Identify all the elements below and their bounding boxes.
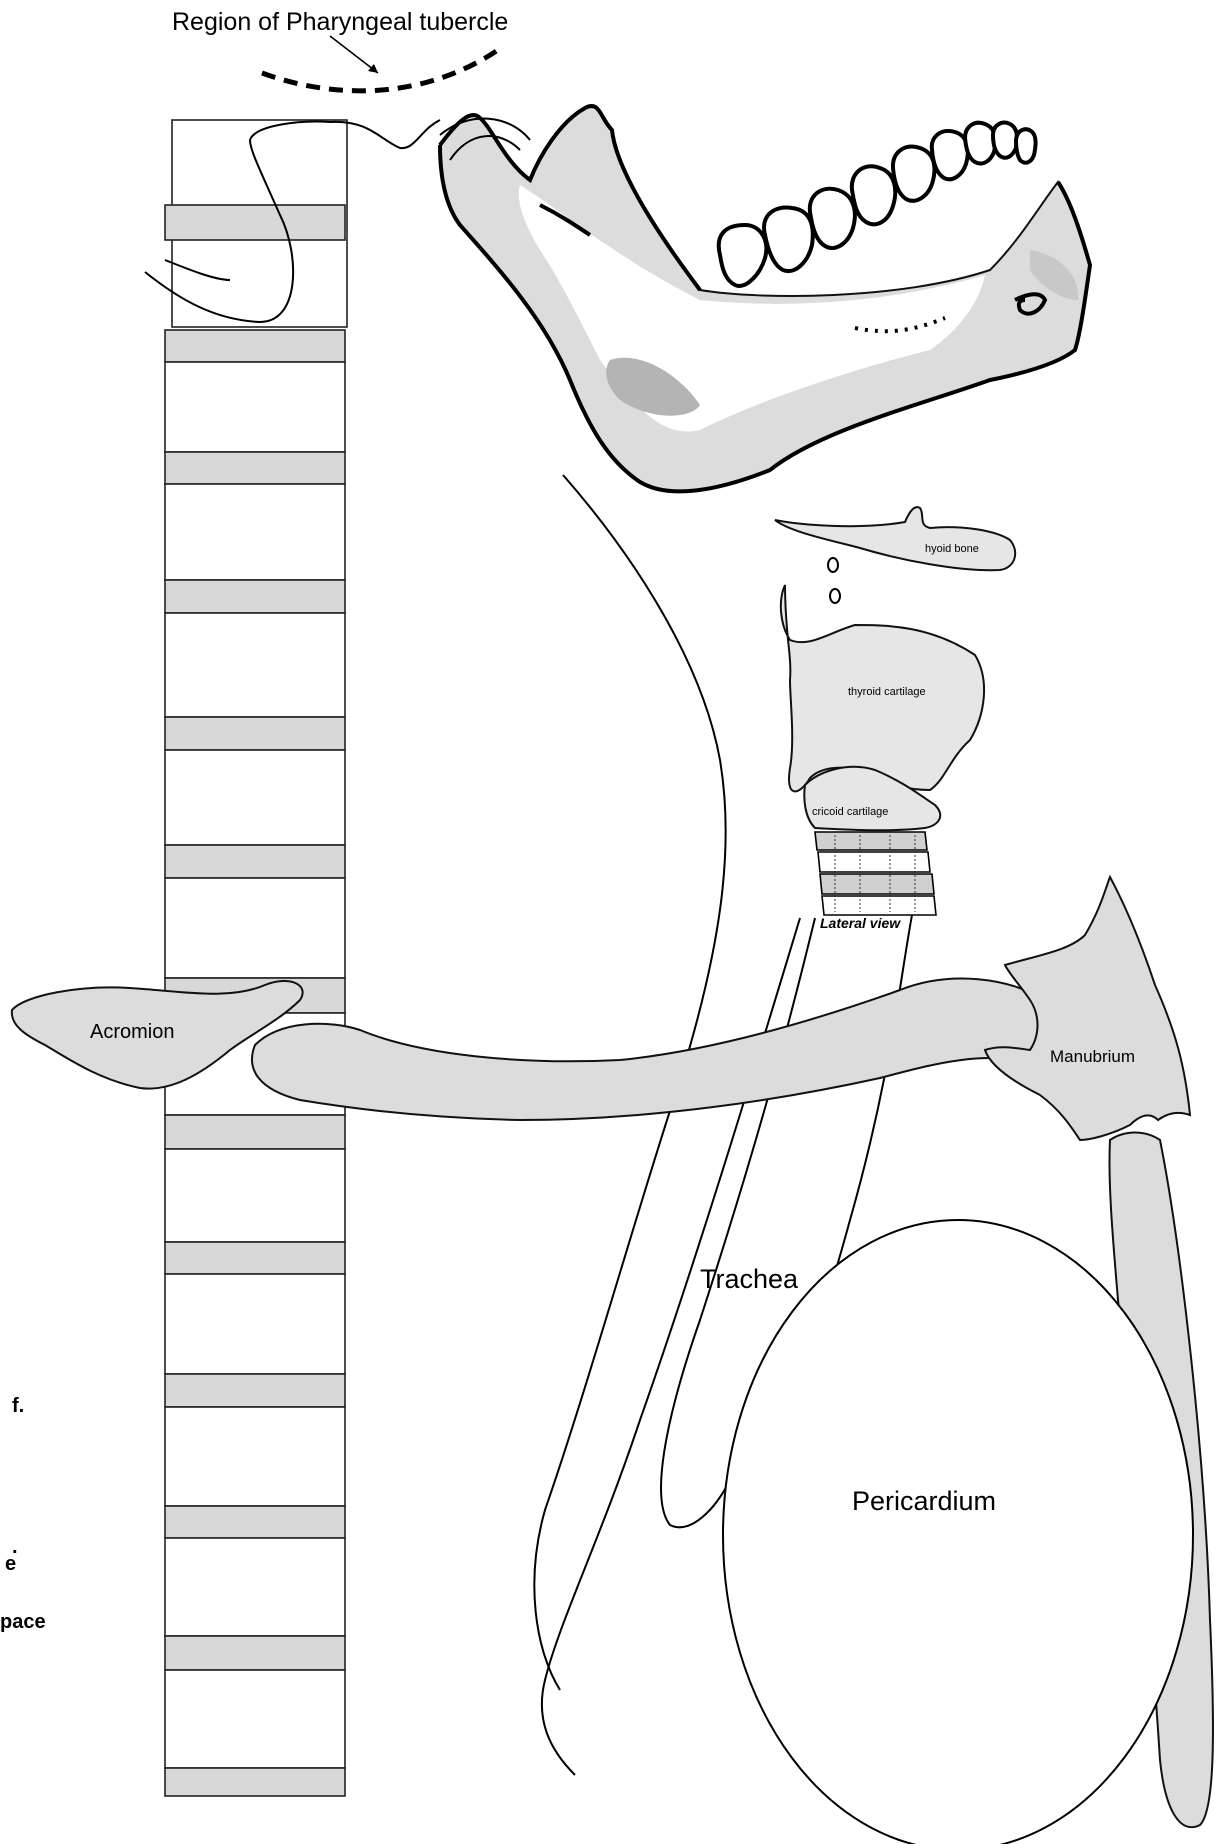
vertebra-5 <box>165 750 345 845</box>
hyoid-bone <box>775 507 1015 570</box>
pharyngeal-dashed-arc <box>262 50 498 91</box>
manubrium-label: Manubrium <box>1050 1047 1135 1066</box>
mandible <box>440 106 1090 491</box>
vertebra-3 <box>165 484 345 580</box>
tooth-8 <box>993 123 1017 158</box>
tracheal-ring-1 <box>815 832 927 850</box>
disc-10 <box>165 1506 345 1538</box>
margin-fragment-4: pace <box>0 1611 46 1633</box>
clavicle <box>252 979 1052 1120</box>
hyoid-label: hyoid bone <box>925 543 979 555</box>
vertebra-10 <box>165 1407 345 1506</box>
trachea-label: Trachea <box>700 1264 799 1294</box>
pericardium <box>723 1220 1193 1844</box>
disc-1 <box>165 330 345 362</box>
vertebra-4 <box>165 613 345 717</box>
tooth-2 <box>764 207 813 271</box>
pericardium-label: Pericardium <box>852 1486 996 1516</box>
disc-9 <box>165 1374 345 1407</box>
disc-8 <box>165 1242 345 1274</box>
disc-c1 <box>165 205 345 240</box>
cricoid-label: cricoid cartilage <box>812 806 888 818</box>
tooth-6 <box>932 131 968 179</box>
hyoid-oval-2 <box>830 589 840 603</box>
teeth <box>719 123 1036 286</box>
disc-2 <box>165 452 345 484</box>
margin-fragment-3: e <box>5 1553 16 1575</box>
hyoid-oval-1 <box>828 558 838 572</box>
vertebra-8 <box>165 1149 345 1242</box>
acromion-label: Acromion <box>90 1021 174 1043</box>
disc-7 <box>165 1115 345 1149</box>
tooth-5 <box>893 147 935 201</box>
margin-fragment-1: f. <box>12 1395 24 1417</box>
tooth-3 <box>810 189 855 248</box>
thyroid-label: thyroid cartilage <box>848 686 926 698</box>
vertebra-2 <box>165 362 345 452</box>
vertebra-6 <box>165 878 345 978</box>
disc-3 <box>165 580 345 613</box>
pharyngeal-arrow-shaft <box>330 36 378 73</box>
vertebra-12 <box>165 1670 345 1768</box>
tooth-1 <box>719 225 767 286</box>
disc-12 <box>165 1768 345 1796</box>
tracheal-ring-3 <box>820 874 934 894</box>
tooth-4 <box>852 166 895 224</box>
disc-4 <box>165 717 345 750</box>
disc-11 <box>165 1636 345 1670</box>
lateral-view-label: Lateral view <box>820 915 901 931</box>
vertebral-column <box>165 120 347 1796</box>
tooth-7 <box>965 123 995 164</box>
disc-5 <box>165 845 345 878</box>
tracheal-ring-4 <box>822 896 936 915</box>
vertebra-11 <box>165 1538 345 1636</box>
pharyngeal-label: Region of Pharyngeal tubercle <box>172 8 508 36</box>
pharyngeal-arrow-head <box>368 64 378 73</box>
tooth-9 <box>1016 129 1036 162</box>
tracheal-rings <box>815 832 936 915</box>
vertebra-9 <box>165 1274 345 1374</box>
